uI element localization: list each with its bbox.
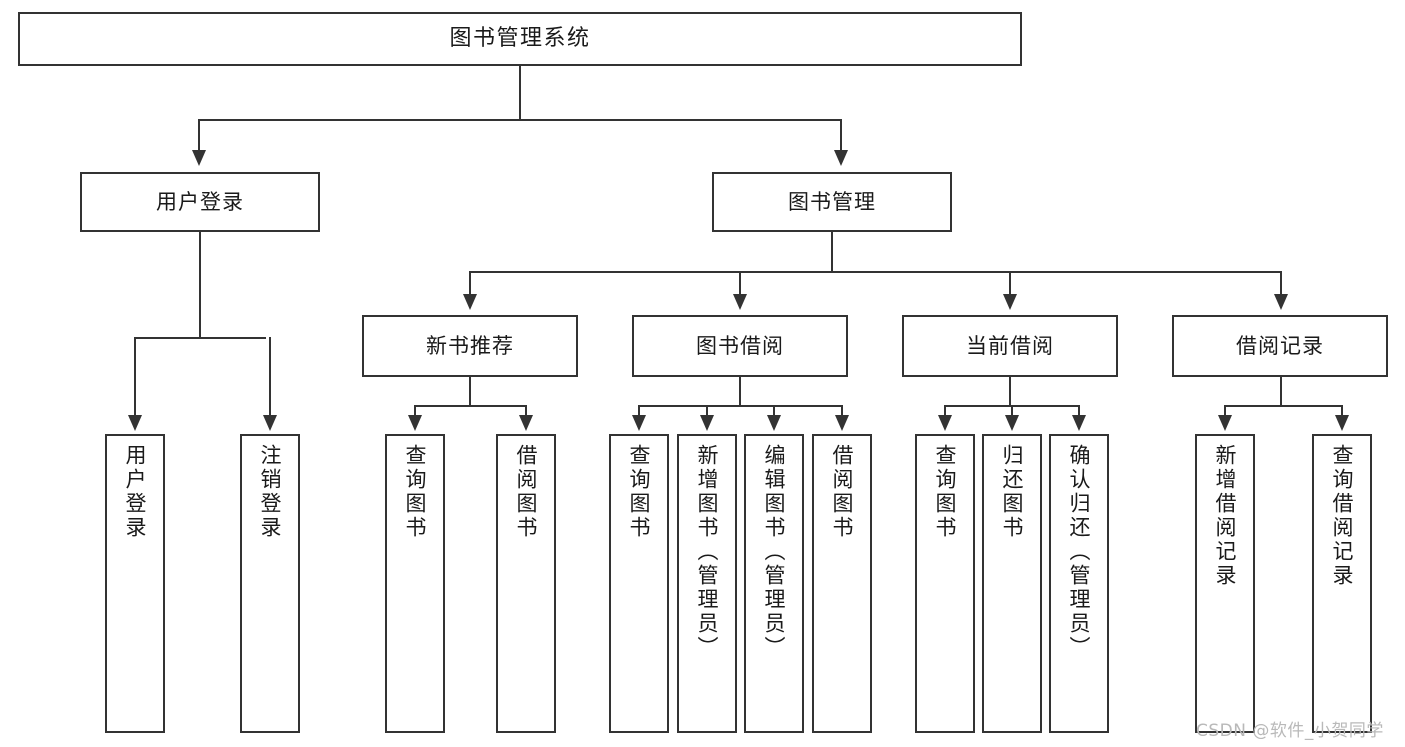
connector-user-login-bus	[134, 337, 266, 339]
node-root-system[interactable]: 图书管理系统	[18, 12, 1022, 66]
node-label: 借阅记录	[1236, 333, 1324, 358]
node-label: 查询图书	[403, 444, 428, 540]
connector-to-current-borrow	[1009, 271, 1011, 296]
arrow-to-borrow-record	[1274, 294, 1288, 310]
node-borrow-record[interactable]: 借阅记录	[1172, 315, 1388, 377]
connector-user-login-leaf2	[269, 337, 271, 417]
connector-book-borrow-leaf3	[773, 405, 775, 417]
leaf-book-borrow-query[interactable]: 查询图书	[609, 434, 669, 733]
node-book-management[interactable]: 图书管理	[712, 172, 952, 232]
node-label: 注销登录	[258, 444, 283, 540]
connector-current-borrow-leaf1	[944, 405, 946, 417]
node-new-book-recommend[interactable]: 新书推荐	[362, 315, 578, 377]
connector-current-borrow-leaf2	[1011, 405, 1013, 417]
connector-book-borrow-bus	[638, 405, 842, 407]
connector-root-stem	[519, 66, 521, 119]
node-label: 新书推荐	[426, 333, 514, 358]
leaf-user-login-login[interactable]: 用户登录	[105, 434, 165, 733]
connector-book-borrow-stem	[739, 377, 741, 405]
arrow-book-borrow-leaf3	[767, 415, 781, 431]
node-label: 查询图书	[933, 444, 958, 540]
connector-root-to-user-login	[198, 119, 200, 152]
connector-root-to-book-manage	[840, 119, 842, 152]
node-label: 新增借阅记录	[1213, 444, 1238, 588]
connector-borrow-record-bus	[1224, 405, 1342, 407]
leaf-book-borrow-add[interactable]: 新增图书（管理员）	[677, 434, 737, 733]
leaf-current-borrow-query[interactable]: 查询图书	[915, 434, 975, 733]
node-label: 确认归还（管理员）	[1067, 444, 1092, 660]
arrow-current-borrow-leaf1	[938, 415, 952, 431]
node-book-borrow[interactable]: 图书借阅	[632, 315, 848, 377]
node-label: 借阅图书	[830, 444, 855, 540]
arrow-borrow-record-leaf1	[1218, 415, 1232, 431]
arrow-current-borrow-leaf3	[1072, 415, 1086, 431]
leaf-user-login-logout[interactable]: 注销登录	[240, 434, 300, 733]
leaf-current-borrow-return[interactable]: 归还图书	[982, 434, 1042, 733]
connector-borrow-record-leaf2	[1341, 405, 1343, 417]
connector-book-management-stem	[831, 232, 833, 271]
node-current-borrow[interactable]: 当前借阅	[902, 315, 1118, 377]
connector-borrow-record-leaf1	[1224, 405, 1226, 417]
connector-user-login-stem	[199, 232, 201, 337]
node-label: 图书借阅	[696, 333, 784, 358]
arrow-user-login-leaf1	[128, 415, 142, 431]
connector-new-book-leaf2	[525, 405, 527, 417]
node-label: 查询借阅记录	[1330, 444, 1355, 588]
node-label: 编辑图书（管理员）	[762, 444, 787, 660]
connector-to-borrow-record	[1280, 271, 1282, 296]
leaf-borrow-record-query[interactable]: 查询借阅记录	[1312, 434, 1372, 733]
connector-user-login-leaf1	[134, 337, 136, 417]
arrow-root-to-user-login	[192, 150, 206, 166]
leaf-new-book-query[interactable]: 查询图书	[385, 434, 445, 733]
node-user-login[interactable]: 用户登录	[80, 172, 320, 232]
node-label: 当前借阅	[966, 333, 1054, 358]
leaf-new-book-borrow[interactable]: 借阅图书	[496, 434, 556, 733]
node-label: 归还图书	[1000, 444, 1025, 540]
arrow-borrow-record-leaf2	[1335, 415, 1349, 431]
node-label: 查询图书	[627, 444, 652, 540]
arrow-new-book-leaf2	[519, 415, 533, 431]
connector-current-borrow-stem	[1009, 377, 1011, 405]
arrow-root-to-book-manage	[834, 150, 848, 166]
arrow-to-new-book	[463, 294, 477, 310]
arrow-to-book-borrow	[733, 294, 747, 310]
connector-current-borrow-leaf3	[1078, 405, 1080, 417]
leaf-book-borrow-edit[interactable]: 编辑图书（管理员）	[744, 434, 804, 733]
connector-to-new-book	[469, 271, 471, 296]
leaf-book-borrow-borrow[interactable]: 借阅图书	[812, 434, 872, 733]
leaf-borrow-record-add[interactable]: 新增借阅记录	[1195, 434, 1255, 733]
arrow-current-borrow-leaf2	[1005, 415, 1019, 431]
connector-book-borrow-leaf2	[706, 405, 708, 417]
arrow-book-borrow-leaf4	[835, 415, 849, 431]
connector-book-borrow-leaf4	[841, 405, 843, 417]
arrow-to-current-borrow	[1003, 294, 1017, 310]
connector-new-book-leaf1	[414, 405, 416, 417]
connector-book-management-bus	[469, 271, 1280, 273]
arrow-book-borrow-leaf1	[632, 415, 646, 431]
node-label: 用户登录	[156, 189, 244, 214]
node-label: 图书管理	[788, 189, 876, 214]
node-label: 图书管理系统	[449, 26, 591, 52]
node-label: 新增图书（管理员）	[695, 444, 720, 660]
node-label: 借阅图书	[514, 444, 539, 540]
arrow-new-book-leaf1	[408, 415, 422, 431]
leaf-current-borrow-confirm-return[interactable]: 确认归还（管理员）	[1049, 434, 1109, 733]
arrow-book-borrow-leaf2	[700, 415, 714, 431]
connector-borrow-record-stem	[1280, 377, 1282, 405]
node-label: 用户登录	[123, 444, 148, 540]
arrow-user-login-leaf2	[263, 415, 277, 431]
connector-root-bus	[198, 119, 840, 121]
connector-to-book-borrow	[739, 271, 741, 296]
connector-new-book-bus	[414, 405, 526, 407]
connector-new-book-stem	[469, 377, 471, 405]
connector-book-borrow-leaf1	[638, 405, 640, 417]
